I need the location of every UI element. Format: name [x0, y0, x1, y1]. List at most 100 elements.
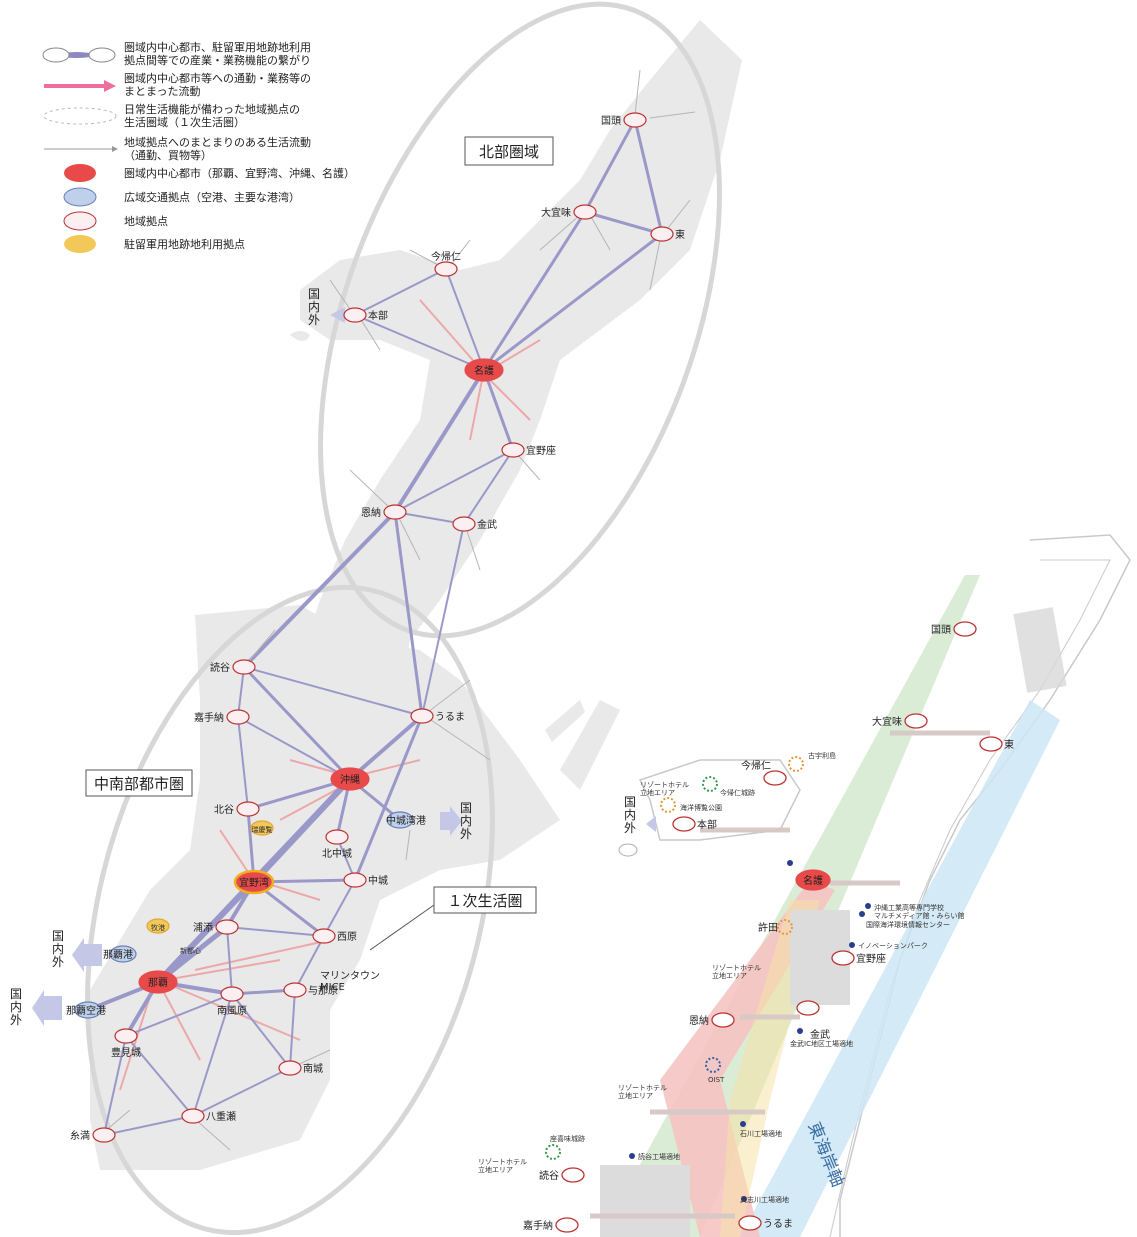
pink-band	[660, 880, 835, 1237]
node-nakijin	[434, 261, 458, 277]
node-label-nahaairport: 那覇空港	[66, 1004, 106, 1017]
node-nakagusukuport	[386, 811, 414, 829]
legend-military-symbol	[64, 235, 96, 253]
local-flow	[465, 527, 481, 571]
right-node-r_motobu	[672, 816, 696, 832]
abroad-arrow-nahaport	[72, 938, 84, 972]
legend-transport-symbol	[63, 187, 97, 207]
east-islet-1	[560, 700, 620, 790]
right-map: 国頭大宜味東今帰仁本部名護宜野座恩納金武読谷嘉手納うるま 古宇利島 リゾートホテ…	[478, 534, 1131, 1237]
marine-town-label-1: マリンタウン	[320, 970, 380, 982]
abroad-label-motobu: 国内外	[308, 287, 320, 327]
abroad-arrow-nakagusuku	[440, 812, 450, 830]
right-gray-arrows	[590, 730, 990, 1219]
local-flow	[427, 717, 491, 761]
node-label-yaese: 八重瀬	[206, 1110, 236, 1123]
north-land	[300, 20, 742, 690]
node-zukeran	[250, 820, 274, 836]
central-south-sphere	[85, 584, 495, 1236]
local-flow	[539, 214, 581, 251]
node-kadena	[226, 709, 250, 725]
facility-dot	[787, 860, 793, 866]
abroad-label-airport: 国内外	[10, 987, 22, 1027]
kouri-icon	[788, 756, 804, 772]
node-motobu	[343, 307, 367, 323]
link	[192, 1067, 291, 1117]
note-kaiyo-park: 海洋博覧公園	[680, 803, 722, 812]
kaiyo-park-icon	[660, 797, 676, 813]
facility-dot	[797, 1028, 803, 1034]
right-abroad-islet	[618, 843, 638, 857]
legend-link-symbol	[42, 47, 116, 63]
link	[242, 665, 352, 781]
node-nanjo	[278, 1060, 302, 1076]
node-label-tomigusuku: 豊見城	[111, 1046, 141, 1059]
node-label-ginoza: 宜野座	[526, 444, 556, 457]
legend-local-symbol	[63, 211, 97, 231]
note-resort4-b: 立地エリア	[478, 1165, 513, 1174]
link	[226, 926, 233, 995]
node-nakagusuku	[343, 872, 367, 888]
right-node-r_onna	[711, 1012, 735, 1028]
local-flow	[294, 1049, 331, 1067]
node-makiminato	[146, 918, 170, 934]
link	[483, 232, 663, 372]
node-label-urasoe: 浦添	[193, 921, 213, 934]
flow-line	[194, 939, 331, 971]
flow-line	[219, 829, 253, 879]
legend-local-flow-line1: 地域拠点へのまとまりのある生活流動	[124, 135, 311, 149]
link	[445, 268, 485, 371]
link	[237, 666, 245, 718]
right-node-label-r_higashi: 東	[1004, 738, 1014, 751]
node-okinawa	[330, 767, 370, 791]
link	[394, 511, 465, 525]
local-flow	[516, 453, 541, 481]
note-resort2-a: リゾートホテル	[712, 964, 761, 972]
node-label-motobu: 本部	[368, 309, 388, 322]
link	[482, 369, 515, 451]
facility-dot	[741, 1196, 747, 1202]
link	[421, 523, 465, 717]
node-naha	[138, 970, 178, 994]
local-flow	[667, 199, 691, 229]
legend-flow-line1: 圏域内中心都市等への通勤・業務等の	[124, 71, 311, 85]
right-node-label-r_uruma: うるま	[763, 1218, 793, 1230]
node-urasoe	[215, 919, 239, 935]
link	[103, 1115, 194, 1136]
link	[156, 880, 256, 984]
right-node-label-r_kunigami: 国頭	[931, 624, 951, 636]
link	[192, 993, 233, 1117]
note-resort4-a: リゾートホテル	[478, 1158, 527, 1166]
node-uruma	[410, 708, 434, 724]
node-label-okinawa: 沖縄	[340, 773, 360, 786]
node-label-higashi: 東	[675, 228, 685, 241]
node-label-uruma: うるま	[435, 711, 465, 723]
legend-military-line: 駐留軍用地跡地利用拠点	[124, 237, 245, 251]
blue-band	[740, 700, 1060, 1237]
local-flow	[397, 515, 421, 561]
local-flow	[409, 249, 441, 267]
local-flow	[247, 629, 276, 663]
legend-center-symbol	[64, 164, 96, 182]
note-oist: OIST	[708, 1076, 725, 1084]
note-nakijin-castle: 今帰仁城跡	[720, 788, 755, 797]
primary-sphere-box	[433, 886, 537, 914]
link	[289, 989, 296, 1069]
right-abroad-arrow	[646, 816, 656, 832]
primary-sphere-label: １次生活圏	[447, 892, 522, 910]
node-kunigami	[623, 112, 647, 128]
link	[463, 449, 514, 525]
node-label-nahaport: 那覇港	[103, 949, 133, 961]
marine-town-label-2: MICE	[320, 982, 345, 993]
gray-block-3	[600, 1165, 690, 1237]
node-kin	[452, 516, 476, 532]
node-kitanakagusuku	[325, 829, 349, 845]
flow-line	[169, 984, 301, 1041]
node-label-makiminato: 牧港	[151, 923, 165, 932]
central-south-region-label: 中南部都市圏	[94, 775, 184, 793]
local-flow	[349, 469, 391, 509]
right-node-label-r_motobu: 本部	[697, 818, 717, 831]
right-node-label-r_ogimi: 大宜味	[872, 715, 902, 728]
node-label-nakijin: 今帰仁	[431, 250, 461, 263]
node-label-haebaru: 南風原	[217, 1004, 247, 1017]
